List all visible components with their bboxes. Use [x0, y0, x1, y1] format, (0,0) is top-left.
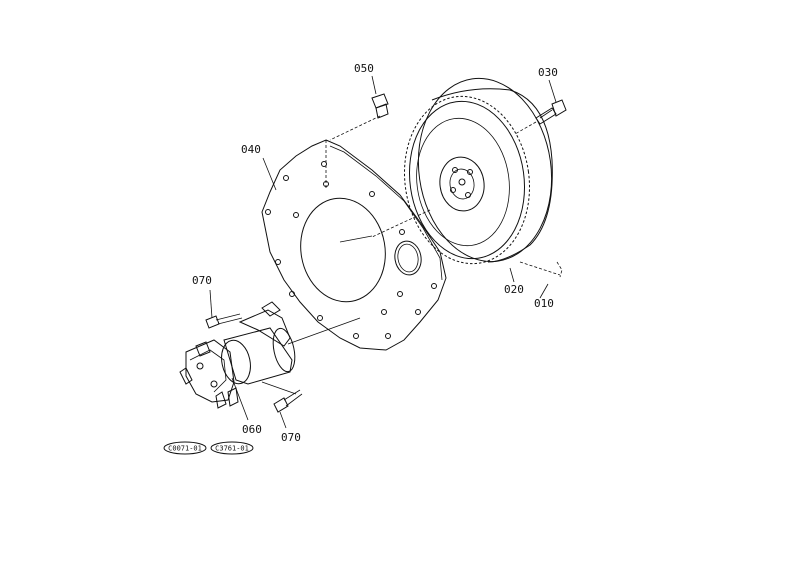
part-label-060: 060 — [242, 423, 262, 436]
part-label-070-lower: 070 — [281, 431, 301, 444]
plate-bolt — [329, 93, 389, 141]
flywheel-bolt — [514, 99, 567, 135]
code-badge-2: C3761-01 — [210, 441, 254, 455]
part-label-030: 030 — [538, 66, 558, 79]
starter-bolt-lower — [273, 389, 303, 429]
starter-bolt-upper — [205, 289, 243, 329]
part-label-020: 020 — [504, 283, 524, 296]
flywheel-housing-plate — [261, 139, 447, 351]
starter-motor — [179, 301, 361, 421]
part-label-070-upper: 070 — [192, 274, 212, 287]
flywheel — [371, 77, 563, 278]
part-label-010: 010 — [534, 297, 554, 310]
part-label-050: 050 — [354, 62, 374, 75]
code-badge-1-text: C0071-01 — [168, 445, 202, 453]
part-label-040: 040 — [241, 143, 261, 156]
code-badge-1: C0071-01 — [163, 441, 207, 455]
code-badge-2-text: C3761-01 — [215, 445, 249, 453]
